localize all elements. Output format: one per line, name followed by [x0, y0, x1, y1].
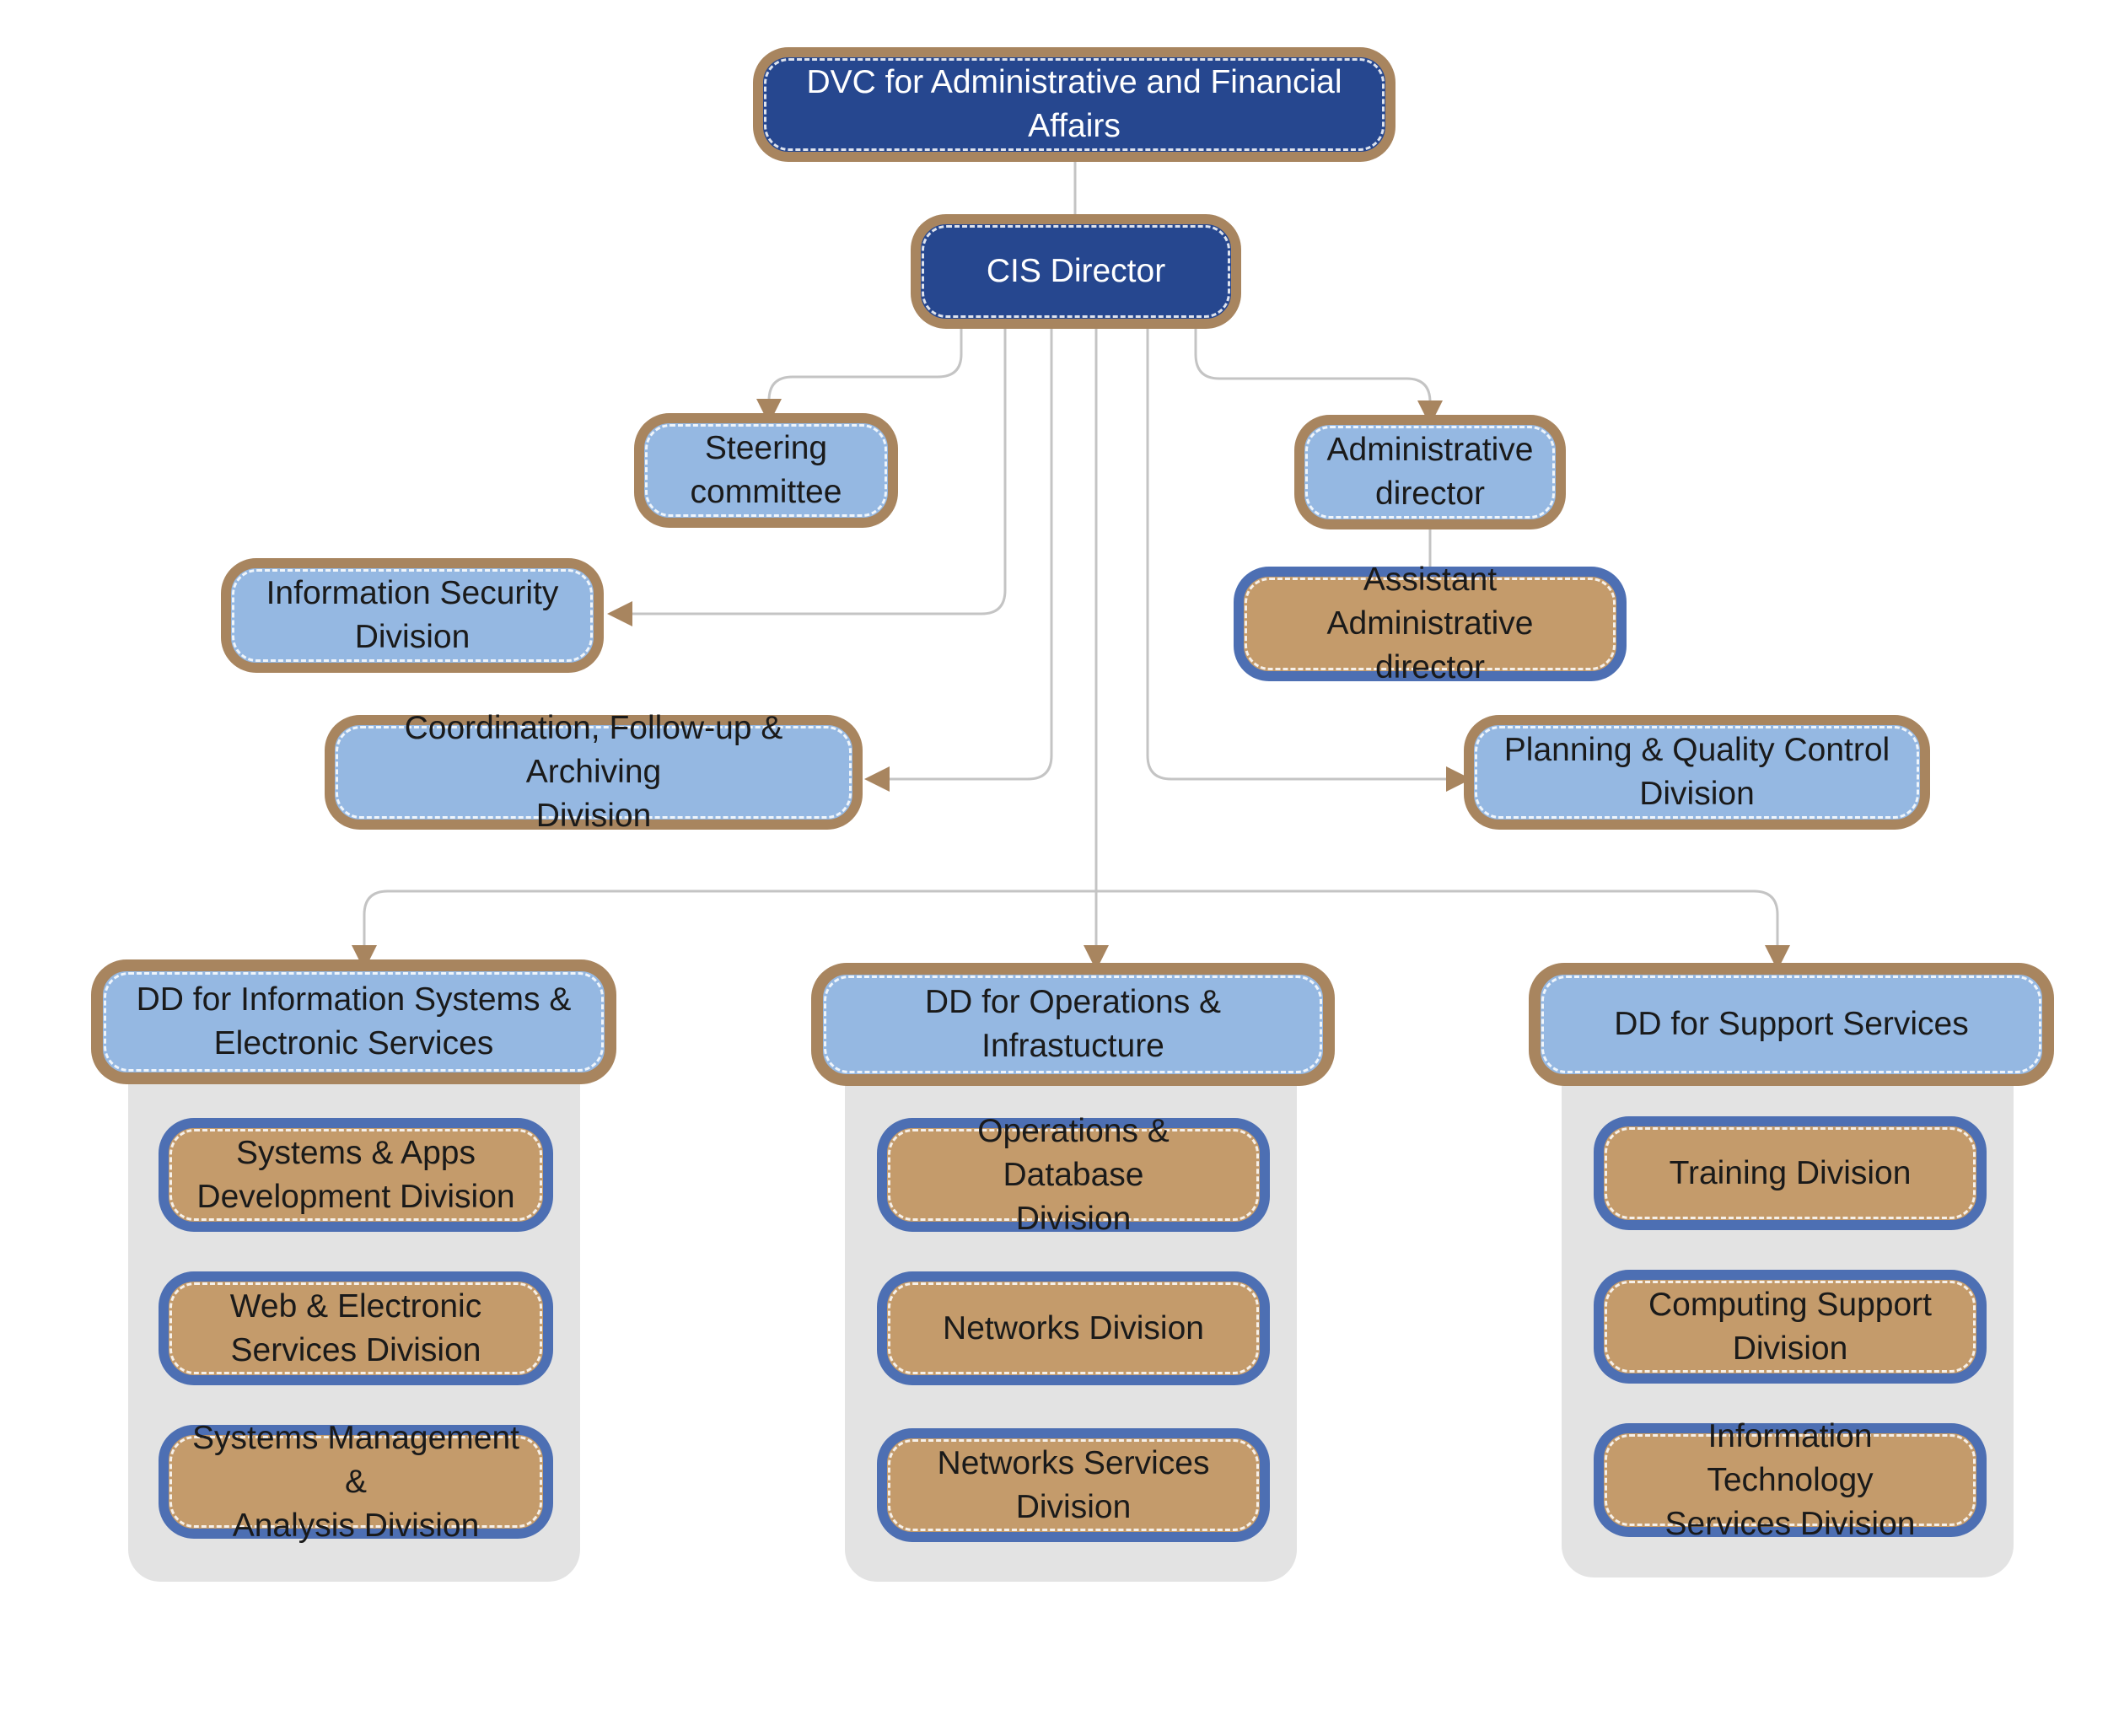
info-security-label: Information Security Division — [232, 569, 593, 662]
division-it-services-label: Information Technology Services Division — [1605, 1418, 1976, 1542]
division-training-box: Training Division — [1594, 1116, 1987, 1230]
connector-to-admin-director — [1194, 329, 1443, 426]
admin-director-label: Administrative director — [1305, 426, 1555, 519]
planning-quality-box: Planning & Quality Control Division — [1464, 715, 1930, 830]
assistant-admin-label: Assistant Administrative director — [1245, 562, 1616, 685]
dd-infosys-box: DD for Information Systems & Electronic … — [91, 959, 616, 1084]
steering-committee-box: Steering committee — [634, 413, 898, 528]
info-security-box: Information Security Division — [221, 558, 604, 673]
division-operations-database-box: Operations & Database Division — [877, 1113, 1270, 1237]
division-computing-support-box: Computing Support Division — [1594, 1270, 1987, 1384]
cis-director-label: CIS Director — [922, 225, 1230, 318]
coordination-label: Coordination, Follow-up & Archiving Divi… — [336, 710, 852, 834]
connector-to-dd-infosys — [352, 889, 1096, 970]
dd-infosys-label: DD for Information Systems & Electronic … — [104, 972, 604, 1072]
division-networks-services-box: Networks Services Division — [877, 1428, 1270, 1542]
steering-committee-label: Steering committee — [645, 424, 887, 517]
division-systems-apps-box: Systems & Apps Development Division — [159, 1118, 553, 1232]
coordination-box: Coordination, Follow-up & Archiving Divi… — [325, 710, 863, 834]
admin-director-box: Administrative director — [1294, 415, 1566, 529]
dvc-label: DVC for Administrative and Financial Aff… — [764, 58, 1385, 151]
division-web-electronic-label: Web & Electronic Services Division — [169, 1282, 542, 1374]
dvc-box: DVC for Administrative and Financial Aff… — [753, 47, 1395, 162]
division-it-services-box: Information Technology Services Division — [1594, 1418, 1987, 1542]
division-systems-management-label: Systems Management & Analysis Division — [169, 1420, 542, 1544]
division-systems-apps-label: Systems & Apps Development Division — [169, 1129, 542, 1221]
dd-support-box: DD for Support Services — [1529, 963, 2054, 1086]
connector-to-dd-support — [1096, 889, 1790, 970]
connector-to-coordination — [864, 329, 1053, 792]
division-networks-box: Networks Division — [877, 1271, 1270, 1385]
assistant-admin-box: Assistant Administrative director — [1234, 562, 1627, 685]
connector-to-security — [607, 329, 1007, 626]
division-operations-database-label: Operations & Database Division — [888, 1113, 1259, 1237]
division-training-label: Training Division — [1605, 1127, 1976, 1219]
division-systems-management-box: Systems Management & Analysis Division — [159, 1420, 553, 1544]
dd-operations-box: DD for Operations & Infrastucture — [811, 963, 1335, 1086]
division-computing-support-label: Computing Support Division — [1605, 1281, 1976, 1373]
planning-quality-label: Planning & Quality Control Division — [1475, 726, 1919, 819]
connector-to-steering — [756, 329, 963, 424]
division-networks-services-label: Networks Services Division — [888, 1439, 1259, 1531]
dd-support-label: DD for Support Services — [1541, 975, 2041, 1073]
division-networks-label: Networks Division — [888, 1282, 1259, 1374]
connector-to-planning — [1146, 329, 1471, 792]
dd-operations-label: DD for Operations & Infrastucture — [824, 975, 1322, 1073]
division-web-electronic-box: Web & Electronic Services Division — [159, 1271, 553, 1385]
cis-director-box: CIS Director — [911, 214, 1241, 329]
